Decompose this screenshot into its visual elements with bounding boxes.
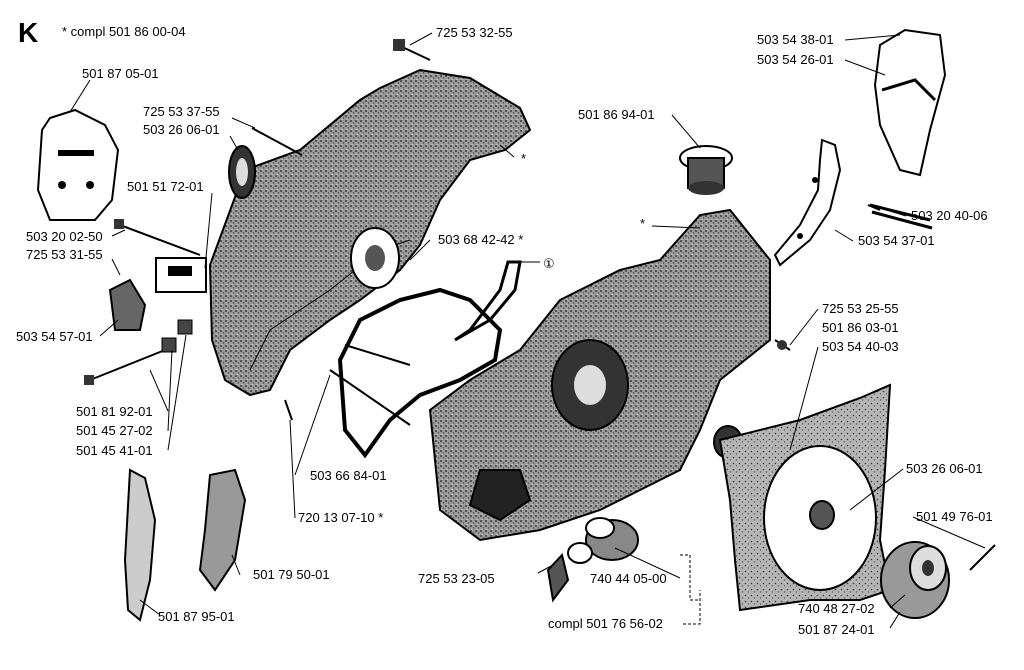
left-crankcase-half xyxy=(208,68,532,397)
long-screw-a xyxy=(251,127,303,156)
right-crankcase-half xyxy=(428,208,771,542)
gasket-503668401 xyxy=(337,287,503,459)
label-725533155: 725 53 31-55 xyxy=(26,247,103,262)
seal-small xyxy=(567,542,593,564)
label-503260601-a: 503 26 06-01 xyxy=(143,122,220,137)
side-plate-503544003 xyxy=(718,383,892,612)
hose-part xyxy=(546,552,570,603)
long-screw-b xyxy=(119,224,201,256)
pin-720 xyxy=(284,399,293,421)
nut-a xyxy=(177,319,193,335)
sprocket-740482702 xyxy=(880,541,950,619)
chain-guide-plate xyxy=(36,108,120,221)
screw-503204006 xyxy=(867,204,881,211)
label-503544003: 503 54 40-03 xyxy=(822,339,899,354)
gasket-503684242 xyxy=(454,260,522,342)
label-501517201: 501 51 72-01 xyxy=(127,179,204,194)
label-503200250: 503 20 02-50 xyxy=(26,229,103,244)
label-725532305: 725 53 23-05 xyxy=(418,571,495,586)
label-compl501765602: compl 501 76 56-02 xyxy=(548,616,663,631)
bolt-mid xyxy=(344,344,411,366)
label-501869401: 501 86 94-01 xyxy=(578,107,655,122)
oil-pump-740440500 xyxy=(585,517,639,561)
screw-head-b xyxy=(114,219,124,229)
label-503543801: 503 54 38-01 xyxy=(757,32,834,47)
label-503542601: 503 54 26-01 xyxy=(757,52,834,67)
screw-head-725532555 xyxy=(777,340,787,350)
chain-catcher xyxy=(155,257,207,293)
screw-head-top xyxy=(393,39,405,51)
guard-503543701 xyxy=(773,138,842,267)
label-501870501: 501 87 05-01 xyxy=(82,66,159,81)
section-note: * compl 501 86 00-04 xyxy=(62,24,186,39)
label-740440500: 740 44 05-00 xyxy=(590,571,667,586)
label-720130710: 720 13 07-10 * xyxy=(298,510,383,525)
label-501497601: 501 49 76-01 xyxy=(916,509,993,524)
star-b: * xyxy=(640,216,645,231)
label-501819201: 501 81 92-01 xyxy=(76,404,153,419)
deflector-503543801 xyxy=(869,28,947,230)
label-503545701: 503 54 57-01 xyxy=(16,329,93,344)
star-a: * xyxy=(521,151,526,166)
oil-filler-cap xyxy=(679,145,733,195)
circled-note: ① xyxy=(543,256,555,271)
label-503684242: 503 68 42-42 * xyxy=(438,232,523,247)
nut-b xyxy=(161,337,177,353)
part-501879501 xyxy=(123,468,157,622)
label-501879501: 501 87 95-01 xyxy=(158,609,235,624)
label-725532555: 725 53 25-55 xyxy=(822,301,899,316)
label-503260601-b: 503 26 06-01 xyxy=(906,461,983,476)
screw-head-c xyxy=(84,375,94,385)
section-letter: K xyxy=(18,17,38,48)
screw-501497601 xyxy=(969,544,996,571)
label-501860301: 501 86 03-01 xyxy=(822,320,899,335)
label-503204006: 503 20 40-06 xyxy=(911,208,988,223)
part-labels: 725 53 32-55 501 87 05-01 725 53 37-55 5… xyxy=(16,25,993,637)
label-503668401: 503 66 84-01 xyxy=(310,468,387,483)
label-503543701: 503 54 37-01 xyxy=(858,233,935,248)
label-501872401: 501 87 24-01 xyxy=(798,622,875,637)
label-501452702: 501 45 27-02 xyxy=(76,423,153,438)
left-seal xyxy=(228,145,256,199)
label-740482702: 740 48 27-02 xyxy=(798,601,875,616)
leader-lines xyxy=(69,32,986,629)
label-501454101: 501 45 41-01 xyxy=(76,443,153,458)
part-501795001 xyxy=(198,468,247,592)
label-725533755: 725 53 37-55 xyxy=(143,104,220,119)
label-501795001: 501 79 50-01 xyxy=(253,567,330,582)
label-725533255: 725 53 32-55 xyxy=(436,25,513,40)
long-screw-c xyxy=(89,349,166,381)
